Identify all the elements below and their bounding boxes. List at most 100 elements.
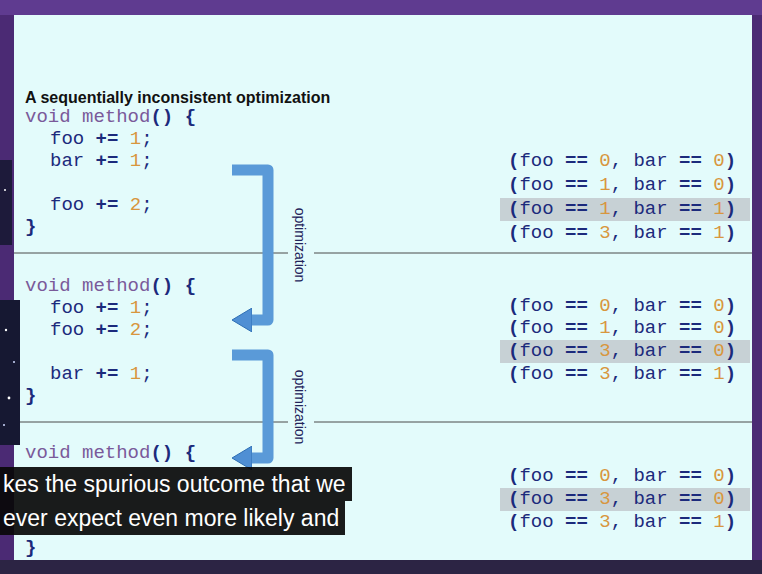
- code-token: (: [508, 363, 519, 385]
- code-token: ): [725, 198, 736, 220]
- edge-label: optimization: [292, 208, 308, 283]
- code-token: 0: [713, 465, 724, 487]
- code-token: (: [508, 340, 519, 362]
- code-token: [588, 511, 599, 533]
- code-token: ==: [679, 317, 702, 339]
- code-token: ==: [565, 222, 588, 244]
- code-token: ==: [679, 488, 702, 510]
- code-token: +=: [96, 363, 119, 385]
- code-token: 0: [713, 317, 724, 339]
- code-token: 0: [713, 340, 724, 362]
- code-token: ==: [565, 150, 588, 172]
- separator: [314, 253, 752, 254]
- code-token: ==: [679, 363, 702, 385]
- code-token: ==: [565, 511, 588, 533]
- code-token: ==: [565, 465, 588, 487]
- code-token: foo: [519, 363, 565, 385]
- code-token: [702, 150, 713, 172]
- code-token: [118, 363, 129, 385]
- code-token: [588, 340, 599, 362]
- code-token: , bar: [611, 465, 679, 487]
- code-token: method: [82, 442, 150, 464]
- separator: [14, 422, 288, 423]
- separator: [314, 422, 752, 423]
- code-token: [173, 442, 184, 464]
- highlighted-state: (foo == 3, bar == 0): [500, 488, 750, 511]
- code-token: foo: [519, 317, 565, 339]
- code-token: 1: [713, 222, 724, 244]
- code-token: 0: [599, 150, 610, 172]
- code-block: void method() {foo += 1;bar += 1;foo += …: [25, 106, 232, 238]
- code-line: bar += 1;: [25, 150, 232, 172]
- code-token: }: [25, 385, 36, 407]
- code-token: ;: [141, 194, 152, 216]
- slide-title: A sequentially inconsistent optimization: [25, 88, 330, 108]
- code-token: (: [508, 317, 519, 339]
- code-token: 0: [713, 174, 724, 196]
- code-token: foo: [519, 198, 565, 220]
- code-token: foo: [519, 465, 565, 487]
- code-token: 1: [130, 297, 141, 319]
- code-token: ): [725, 150, 736, 172]
- code-line: foo += 2;: [25, 194, 232, 216]
- code-token: {: [185, 275, 196, 297]
- code-token: bar: [50, 363, 96, 385]
- edge-label: optimization: [292, 369, 308, 444]
- code-token: ): [162, 106, 173, 128]
- code-token: ==: [565, 198, 588, 220]
- code-line: bar += 1;: [25, 363, 232, 385]
- code-token: ;: [141, 128, 152, 150]
- code-token: ==: [679, 465, 702, 487]
- code-token: foo: [50, 319, 96, 341]
- code-token: foo: [50, 128, 96, 150]
- code-token: 2: [130, 319, 141, 341]
- state-text: (foo == 3, bar == 0): [508, 340, 750, 363]
- state-text: (foo == 1, bar == 0): [508, 317, 736, 339]
- code-token: +=: [96, 194, 119, 216]
- code-token: , bar: [611, 340, 679, 362]
- code-token: method: [82, 275, 150, 297]
- optimization-arrow: [232, 170, 268, 320]
- star: [13, 361, 15, 363]
- state-text: (foo == 1, bar == 0): [508, 174, 736, 196]
- code-token: 0: [713, 295, 724, 317]
- code-line: foo += 2;: [25, 319, 232, 341]
- code-line: void method() {: [25, 275, 232, 297]
- code-line: }: [25, 216, 232, 238]
- code-token: , bar: [611, 222, 679, 244]
- code-token: void: [25, 106, 71, 128]
- code-token: (: [508, 222, 519, 244]
- code-token: }: [25, 537, 36, 559]
- code-token: (: [508, 150, 519, 172]
- code-token: foo: [519, 174, 565, 196]
- code-token: {: [185, 442, 196, 464]
- code-token: [702, 488, 713, 510]
- state-text: (foo == 1, bar == 1): [508, 198, 750, 221]
- code-token: ==: [679, 174, 702, 196]
- code-token: ): [725, 465, 736, 487]
- code-token: method: [82, 106, 150, 128]
- code-token: [588, 198, 599, 220]
- code-token: [702, 511, 713, 533]
- code-token: }: [25, 216, 36, 238]
- code-token: 1: [599, 317, 610, 339]
- code-line: void method() {: [25, 442, 232, 464]
- code-token: +=: [96, 297, 119, 319]
- code-line: foo += 1;: [25, 128, 232, 150]
- star: [5, 329, 7, 331]
- code-token: ==: [679, 295, 702, 317]
- code-token: 3: [599, 511, 610, 533]
- code-token: ): [725, 174, 736, 196]
- highlighted-state: (foo == 1, bar == 1): [500, 198, 750, 221]
- code-token: [71, 106, 82, 128]
- code-token: ): [725, 363, 736, 385]
- code-token: 0: [713, 488, 724, 510]
- code-token: ): [162, 442, 173, 464]
- code-token: foo: [519, 222, 565, 244]
- code-token: ): [725, 488, 736, 510]
- code-token: [71, 275, 82, 297]
- code-token: ;: [141, 319, 152, 341]
- star: [4, 189, 6, 191]
- code-token: [588, 174, 599, 196]
